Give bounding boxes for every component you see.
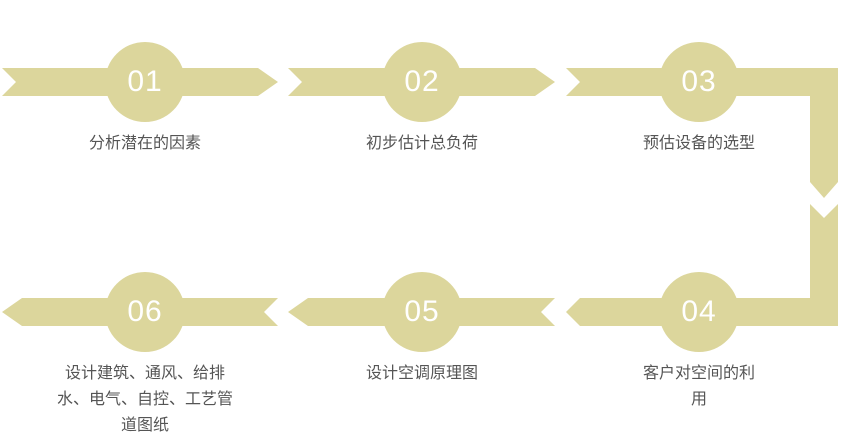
step-caption-04: 客户对空间的利 用 xyxy=(642,363,755,408)
step-circle-05 xyxy=(382,272,462,352)
step-caption-03: 预估设备的选型 xyxy=(642,133,755,152)
step-caption-05: 设计空调原理图 xyxy=(365,363,478,382)
step-circle-04 xyxy=(659,272,739,352)
step-circle-02 xyxy=(382,42,462,122)
step-circle-01 xyxy=(105,42,185,122)
step-circle-06 xyxy=(105,272,185,352)
right-vertical-elbow xyxy=(810,68,838,198)
step-caption-01: 分析潜在的因素 xyxy=(88,133,201,152)
right-vertical-arrow xyxy=(810,204,838,326)
step-caption-02: 初步估计总负荷 xyxy=(365,133,478,152)
step-circle-03 xyxy=(659,42,739,122)
step-caption-06: 设计建筑、通风、给排 水、电气、自控、工艺管 道图纸 xyxy=(56,363,233,434)
